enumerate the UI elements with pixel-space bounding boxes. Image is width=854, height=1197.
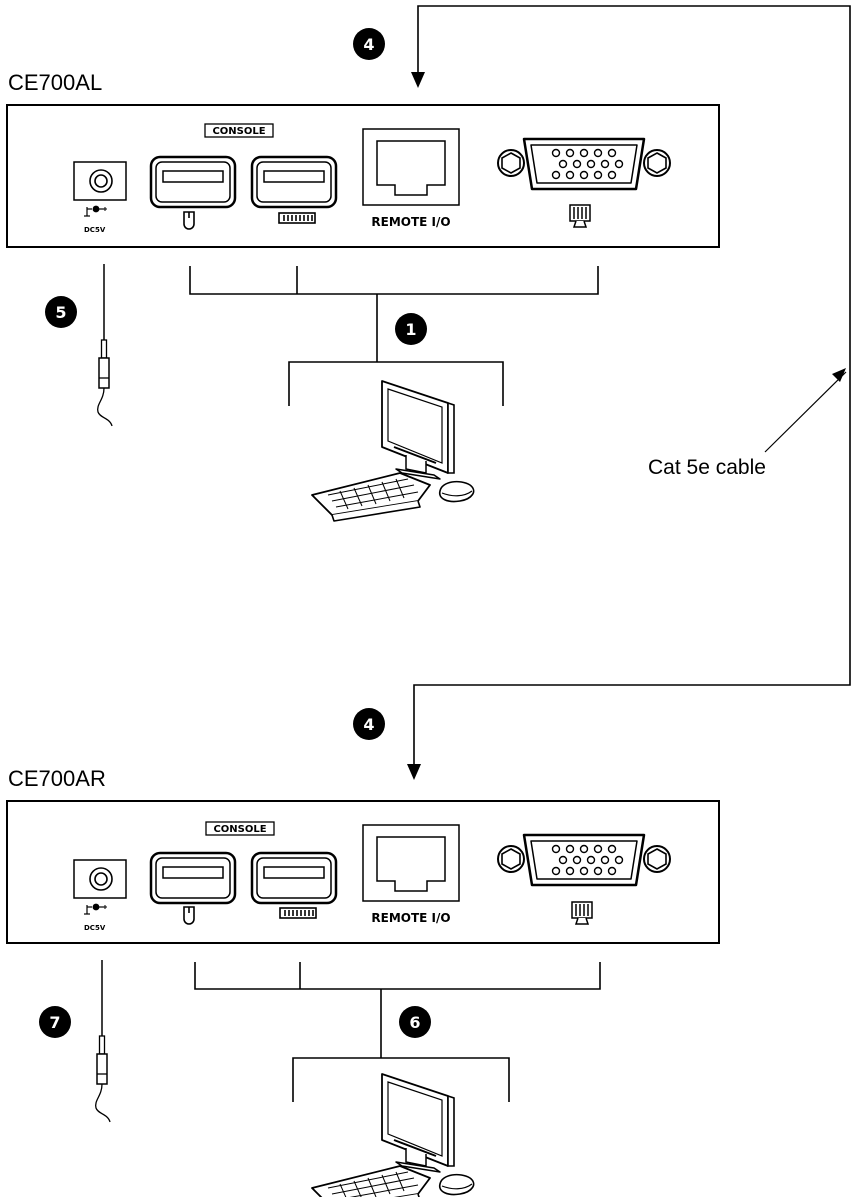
unit-ce700ar: CE700AR 4 CONSOLE DC5V REMOTE I/O 6 (6, 708, 720, 1197)
console-label: CONSOLE (213, 824, 266, 835)
unit-ce700al: CE700AL 4 CONSOLE DC5V REMOTE I/O 1 (6, 28, 720, 522)
cable-label: Cat 5e cable (648, 456, 766, 479)
console-label: CONSOLE (212, 126, 265, 137)
step-badge-console: 6 (399, 1006, 431, 1038)
remote-io-label: REMOTE I/O (371, 215, 450, 229)
power-jack-icon[interactable] (73, 161, 127, 201)
svg-text:4: 4 (363, 715, 374, 734)
usb-port-icon[interactable] (149, 155, 237, 209)
power-plug-icon (94, 959, 111, 1123)
svg-text:1: 1 (405, 320, 416, 339)
console-devices-icon (311, 380, 475, 522)
step-badge-remote: 4 (353, 708, 385, 740)
step-badge-console: 1 (395, 313, 427, 345)
unit-title: CE700AR (8, 766, 106, 791)
cat5e-cable (407, 5, 851, 780)
usb-port-icon[interactable] (250, 155, 338, 209)
console-cables (194, 962, 601, 1102)
remote-io-label: REMOTE I/O (371, 911, 450, 925)
usb-port-icon[interactable] (250, 851, 338, 905)
dc-label: DC5V (84, 226, 106, 234)
power-plug-icon (96, 263, 113, 427)
rj45-port-icon[interactable] (362, 824, 460, 902)
mouse-icon (183, 906, 195, 925)
rj45-port-icon[interactable] (362, 128, 460, 206)
svg-text:6: 6 (409, 1013, 420, 1032)
console-label-box (205, 821, 275, 836)
unit-title: CE700AL (8, 70, 102, 95)
console-cables (189, 266, 599, 406)
keyboard-icon (278, 212, 316, 224)
console-devices-icon (311, 1073, 475, 1197)
cable-callout (764, 368, 847, 453)
dc-label: DC5V (84, 924, 106, 932)
svg-text:5: 5 (55, 303, 66, 322)
svg-text:7: 7 (49, 1013, 60, 1032)
mouse-icon (183, 211, 195, 230)
keyboard-icon (279, 907, 317, 919)
step-badge-power: 5 (45, 296, 77, 328)
svg-text:4: 4 (363, 35, 374, 54)
step-badge-power: 7 (39, 1006, 71, 1038)
usb-port-icon[interactable] (149, 851, 237, 905)
step-badge-remote: 4 (353, 28, 385, 60)
power-jack-icon[interactable] (73, 859, 127, 899)
console-label-box (204, 123, 274, 138)
